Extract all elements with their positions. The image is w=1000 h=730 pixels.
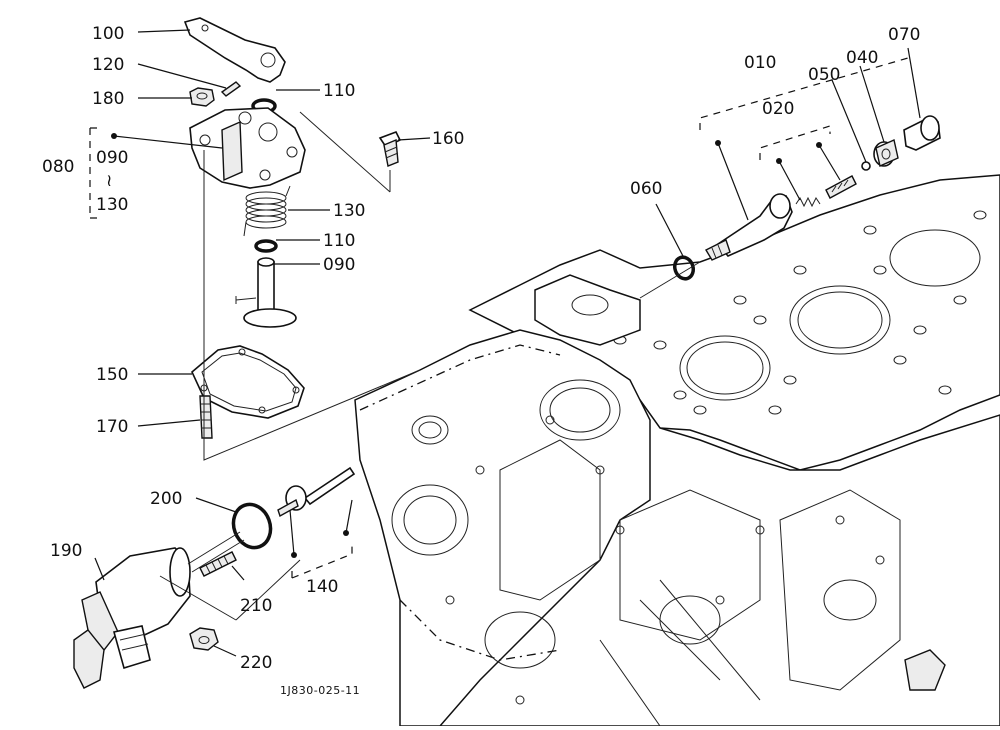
callout-140: 140 [306,577,338,597]
part-180-nut [189,87,215,107]
callout-090: 090 [323,255,355,275]
callout-190: 190 [50,541,82,561]
callout-150: 150 [96,365,128,385]
part-040-seat [873,139,899,167]
callout-110-upper: 110 [323,81,355,101]
part-090-shaft [235,257,297,328]
callout-range-tilde: ≀ [106,171,112,191]
part-220-nut [189,627,219,651]
part-200-oring [231,502,273,550]
callout-060: 060 [630,179,662,199]
callout-050: 050 [808,65,840,85]
assembly-axis [203,150,421,461]
engine-block [354,174,1000,727]
part-170-stud [199,395,213,439]
callout-070: 070 [888,25,920,45]
part-140-shaft [277,466,356,518]
part-050-ball [861,161,871,171]
part-210-stud [199,551,237,577]
callout-100: 100 [92,24,124,44]
bracket-010 [699,57,909,130]
part-190-solenoid [73,531,245,689]
callout-210: 210 [240,596,272,616]
callout-220: 220 [240,653,272,673]
callout-040: 040 [846,48,878,68]
callout-010: 010 [744,53,776,73]
part-060-washer [672,255,696,281]
callout-200: 200 [150,489,182,509]
callout-080: 080 [42,157,74,177]
callout-020: 020 [762,99,794,119]
callout-labels: 100 120 180 110 080 090 ≀ 130 160 130 11… [42,24,920,673]
part-100-lever [183,17,286,83]
leader-lines [94,29,921,657]
bolt-axis [299,111,391,193]
part-160-bolt [378,130,402,167]
part-080-housing [189,107,306,189]
bracket-020 [759,125,831,160]
part-010-plug [705,193,793,261]
part-070-cap [903,115,941,151]
solenoid-axis [159,559,301,621]
part-150-gasket [191,345,305,419]
callout-090-range-start: 090 [96,148,128,168]
callout-160: 160 [432,129,464,149]
callout-180: 180 [92,89,124,109]
part-130-spring [243,185,291,237]
callout-110-lower: 110 [323,231,355,251]
callout-130: 130 [333,201,365,221]
callout-170: 170 [96,417,128,437]
part-110-oring-lower [254,239,278,253]
callout-130-range-end: 130 [96,195,128,215]
part-120-pin [220,81,242,97]
bracket-140 [291,546,353,579]
part-020-spring [795,175,857,208]
callout-120: 120 [92,55,124,75]
drawing-code: 1J830-025-11 [280,684,360,697]
